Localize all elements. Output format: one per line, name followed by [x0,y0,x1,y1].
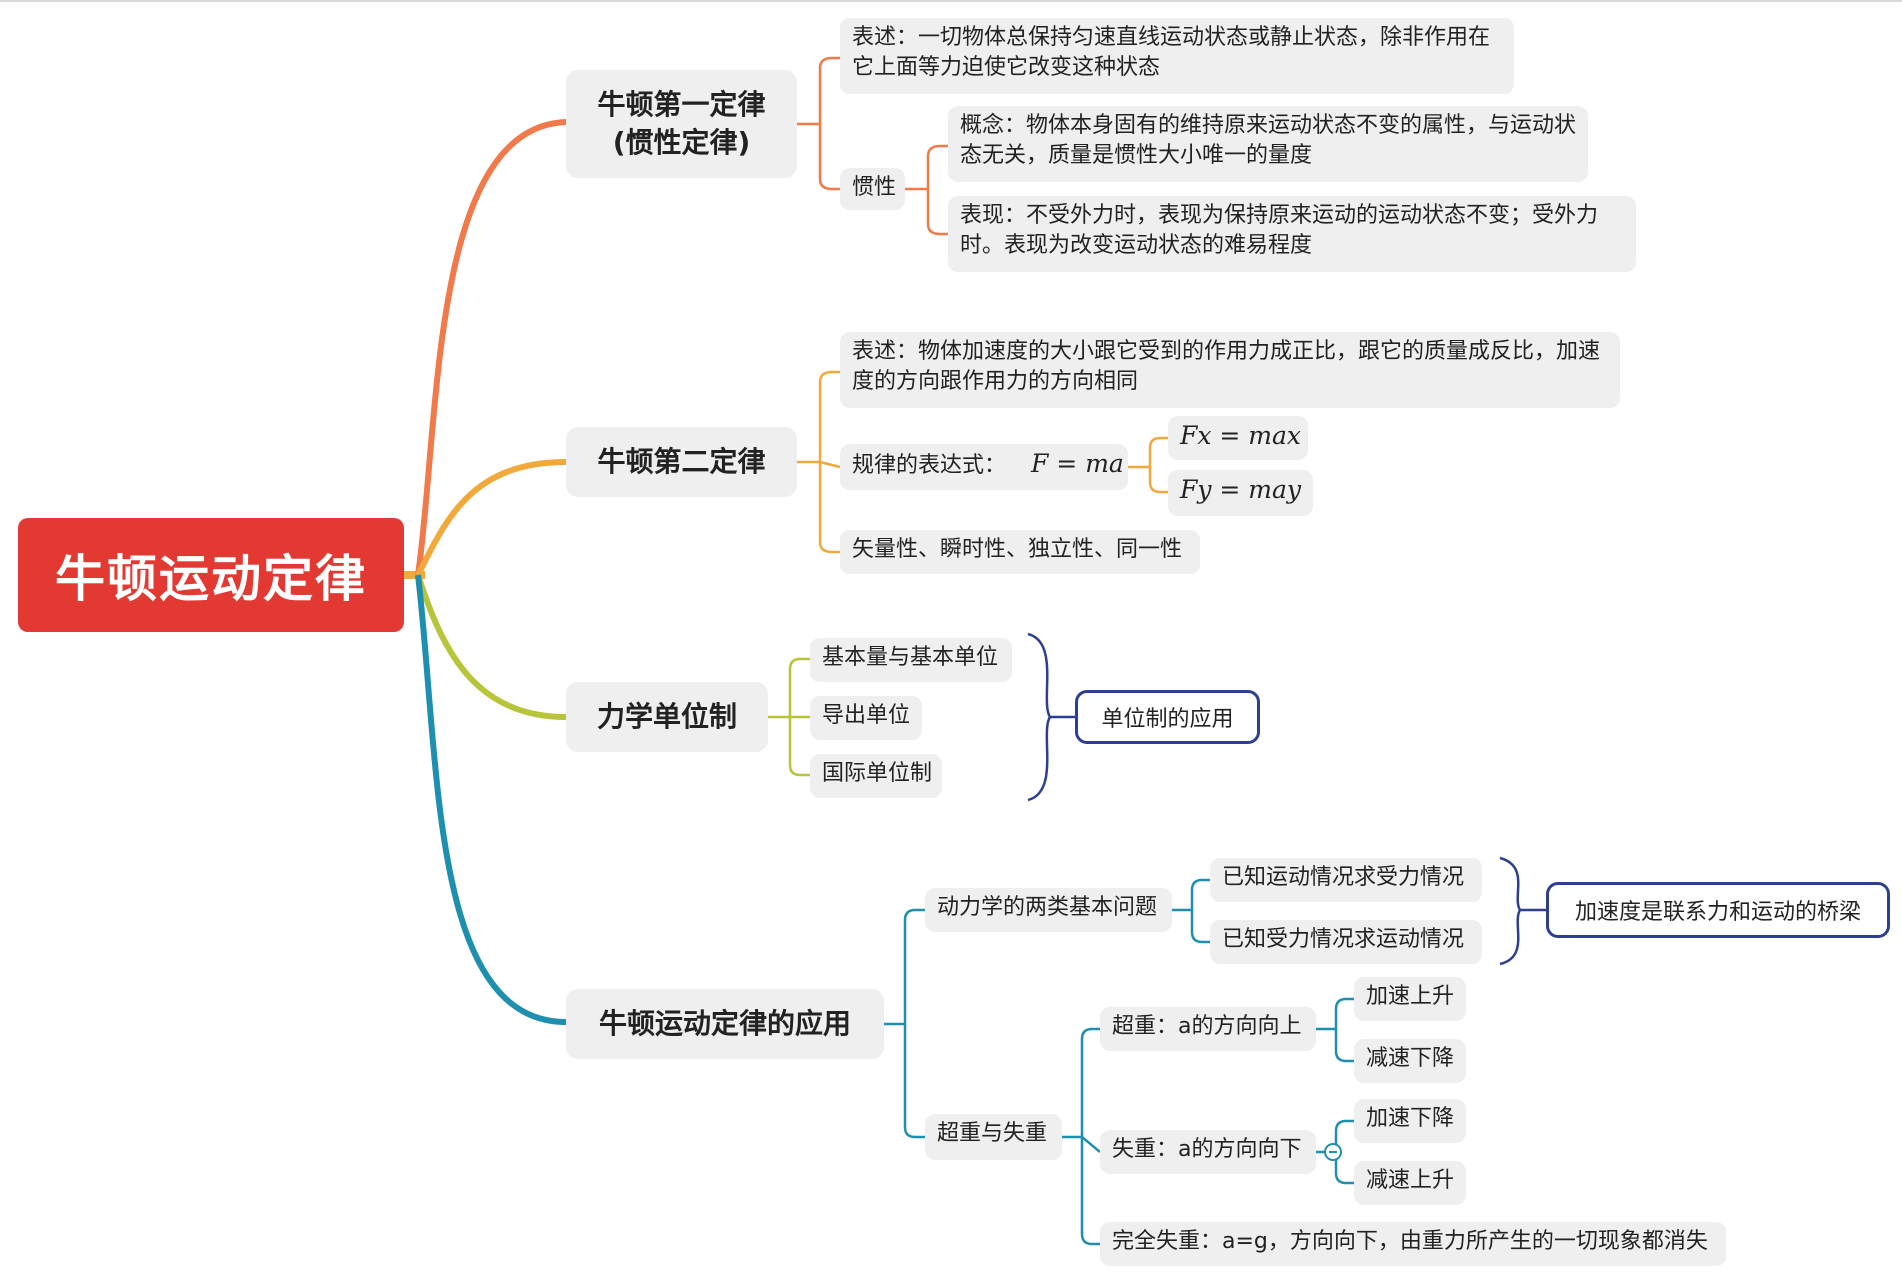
inertia-concept-text: 概念：物体本身固有的维持原来运动状态不变的属性，与运动状态无关，质量是惯性大小唯… [960,113,1577,168]
unit-system-node[interactable]: 力学单位制 [566,682,768,752]
weight-node[interactable]: 超重与失重 [925,1114,1062,1160]
unit-item-si-text: 国际单位制 [822,761,933,786]
unit-item-si[interactable]: 国际单位制 [810,754,942,798]
second-law-statement[interactable]: 表述：物体加速度的大小跟它受到的作用力成正比，跟它的质量成反比，加速度的方向跟作… [840,332,1620,408]
weightless-label: 失重：a的方向向下 [1112,1137,1302,1162]
unit-item-base[interactable]: 基本量与基本单位 [810,638,1012,682]
unit-system-summary-text: 单位制的应用 [1101,707,1234,732]
dynamics-item-motion[interactable]: 已知受力情况求运动情况 [1210,920,1482,964]
component-y-formula: Fy = may [1180,475,1302,504]
overweight-label: 超重：a的方向向上 [1112,1014,1302,1039]
second-law-node[interactable]: 牛顿第二定律 [566,427,797,497]
weightless-node[interactable]: 失重：a的方向向下 [1100,1130,1316,1174]
overweight-accel-up[interactable]: 加速上升 [1354,977,1466,1021]
first-law-statement-text: 表述：一切物体总保持匀速直线运动状态或静止状态，除非作用在它上面等力迫使它改变这… [852,25,1491,80]
overweight-decel-down[interactable]: 减速下降 [1354,1039,1466,1083]
inertia-concept[interactable]: 概念：物体本身固有的维持原来运动状态不变的属性，与运动状态无关，质量是惯性大小唯… [948,106,1588,182]
inertia-node[interactable]: 惯性 [840,168,905,210]
unit-item-derived-text: 导出单位 [822,703,911,728]
dynamics-node[interactable]: 动力学的两类基本问题 [925,888,1172,932]
weightless-accel-down[interactable]: 加速下降 [1354,1099,1466,1143]
first-law-title: 牛顿第一定律 [597,88,766,121]
application-node[interactable]: 牛顿运动定律的应用 [566,989,884,1059]
dynamics-item-forces[interactable]: 已知运动情况求受力情况 [1210,858,1482,902]
second-law-properties[interactable]: 矢量性、瞬时性、独立性、同一性 [840,530,1200,574]
weight-label: 超重与失重 [937,1121,1048,1146]
inertia-manifestation[interactable]: 表现：不受外力时，表现为保持原来运动的运动状态不变；受外力时。表现为改变运动状态… [948,196,1636,272]
root-topic[interactable]: 牛顿运动定律 [18,518,404,632]
dynamics-summary-text: 加速度是联系力和运动的桥梁 [1574,900,1861,925]
collapse-toggle-icon[interactable] [1324,1143,1342,1161]
expression-node[interactable]: 规律的表达式： F = ma [840,444,1128,490]
first-law-node[interactable]: 牛顿第一定律 (惯性定律) [566,70,797,178]
overweight-accel-up-text: 加速上升 [1366,984,1455,1009]
inertia-label: 惯性 [852,175,897,200]
weightless-accel-down-text: 加速下降 [1366,1106,1455,1131]
dynamics-item-motion-text: 已知受力情况求运动情况 [1222,927,1465,952]
component-y-node[interactable]: Fy = may [1168,470,1313,516]
weightless-decel-up[interactable]: 减速上升 [1354,1161,1466,1205]
unit-item-base-text: 基本量与基本单位 [822,645,999,670]
weightless-decel-up-text: 减速上升 [1366,1168,1455,1193]
dynamics-label: 动力学的两类基本问题 [937,895,1158,920]
unit-system-title: 力学单位制 [596,700,737,733]
complete-weightlessness-text: 完全失重：a=g，方向向下，由重力所产生的一切现象都消失 [1112,1229,1708,1254]
expression-formula: F = ma [1031,449,1124,478]
complete-weightlessness[interactable]: 完全失重：a=g，方向向下，由重力所产生的一切现象都消失 [1100,1222,1726,1266]
second-law-title: 牛顿第二定律 [597,445,766,478]
unit-item-derived[interactable]: 导出单位 [810,696,922,740]
overweight-node[interactable]: 超重：a的方向向上 [1100,1007,1316,1051]
first-law-subtitle: (惯性定律) [612,126,751,159]
overweight-decel-down-text: 减速下降 [1366,1046,1455,1071]
second-law-properties-text: 矢量性、瞬时性、独立性、同一性 [852,537,1183,562]
inertia-manifestation-text: 表现：不受外力时，表现为保持原来运动的运动状态不变；受外力时。表现为改变运动状态… [960,203,1599,258]
first-law-statement[interactable]: 表述：一切物体总保持匀速直线运动状态或静止状态，除非作用在它上面等力迫使它改变这… [840,18,1514,94]
expression-label: 规律的表达式： [852,453,1007,478]
second-law-statement-text: 表述：物体加速度的大小跟它受到的作用力成正比，跟它的质量成反比，加速度的方向跟作… [852,339,1601,394]
unit-system-summary[interactable]: 单位制的应用 [1075,690,1260,744]
component-x-formula: Fx = max [1180,421,1301,450]
dynamics-summary[interactable]: 加速度是联系力和运动的桥梁 [1546,882,1890,938]
component-x-node[interactable]: Fx = max [1168,416,1308,460]
application-title: 牛顿运动定律的应用 [598,1007,851,1040]
dynamics-item-forces-text: 已知运动情况求受力情况 [1222,865,1465,890]
root-label: 牛顿运动定律 [55,550,367,608]
